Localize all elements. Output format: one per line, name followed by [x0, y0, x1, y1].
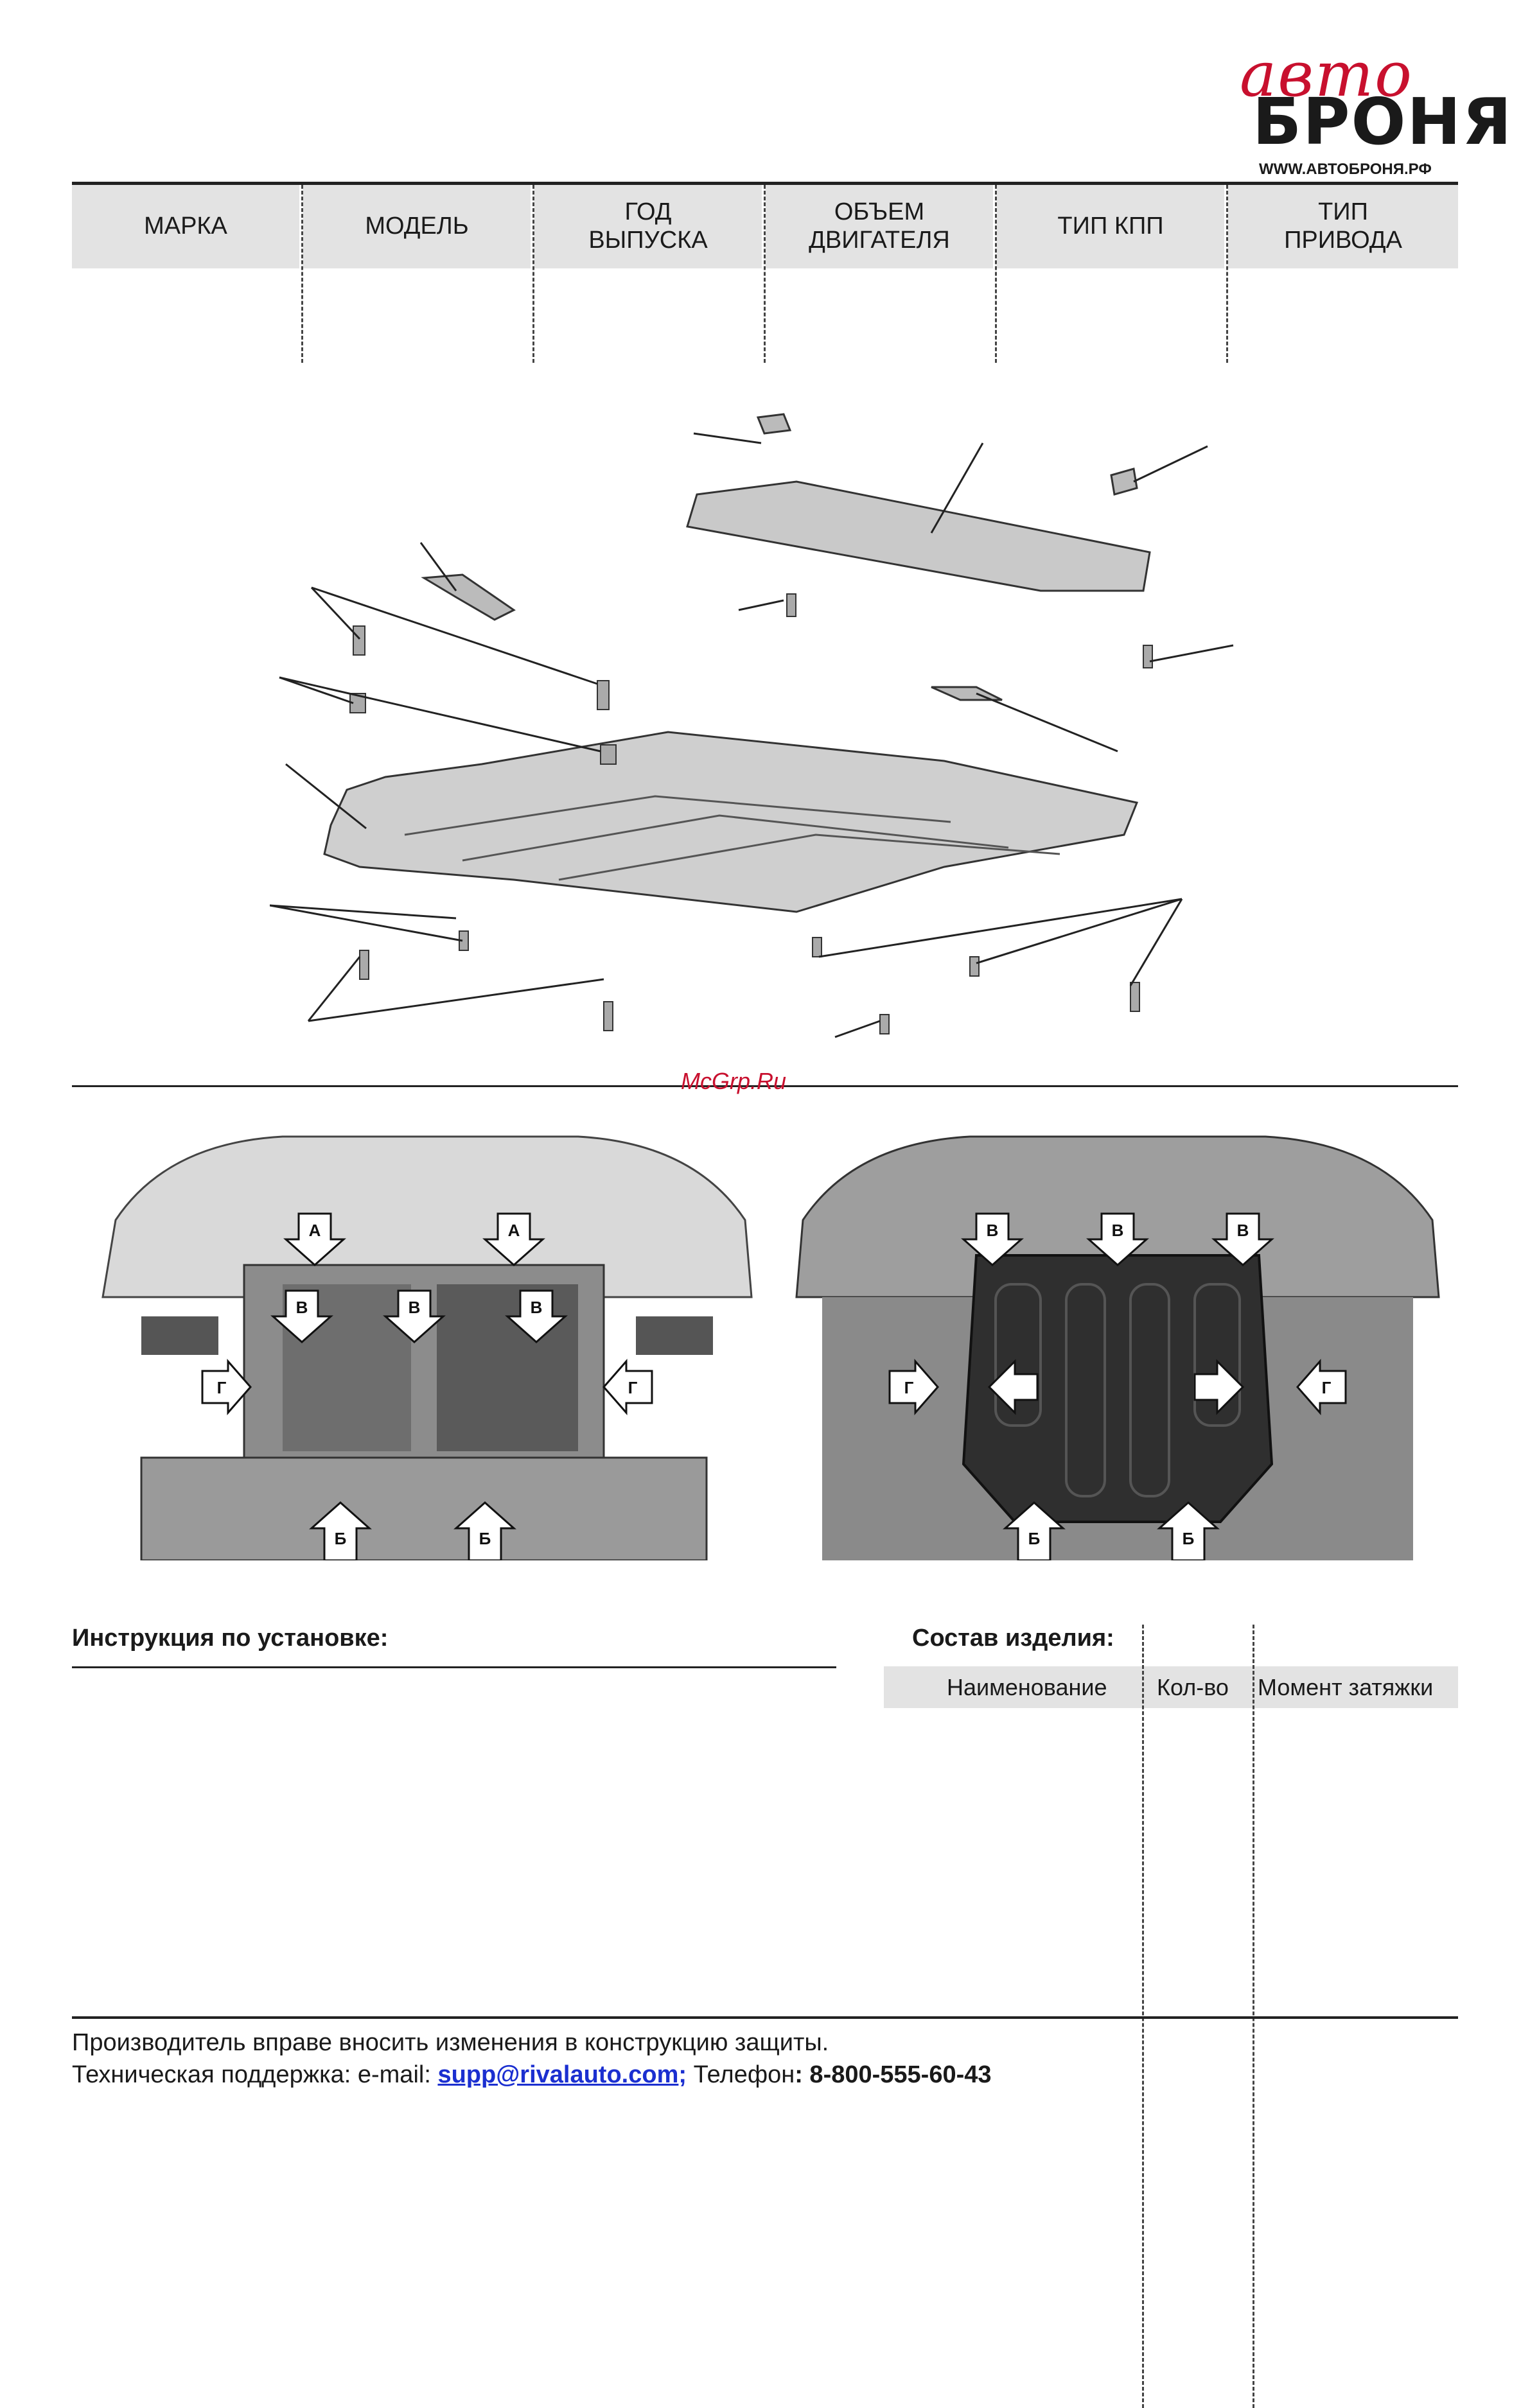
leader-lines: [270, 586, 1234, 1038]
fastener-set: [349, 593, 1153, 1034]
bracket-part: [931, 686, 1003, 701]
marker-arrow-v-center: [1086, 1212, 1149, 1267]
email-separator: ;: [678, 2061, 687, 2088]
crossmember-part: [686, 480, 1151, 592]
marker-label: Б: [479, 1529, 491, 1548]
marker-label: В: [531, 1298, 543, 1317]
spec-divider: [995, 185, 997, 363]
footer-disclaimer: Производитель вправе вносить изменения в…: [72, 2029, 829, 2056]
marker-label: А: [508, 1221, 520, 1240]
marker-arrow-v-right: [1211, 1212, 1274, 1267]
marker-arrow-g-left: [888, 1359, 939, 1415]
marker-label: Б: [1183, 1529, 1195, 1548]
skid-plate-ribs: [404, 795, 1060, 881]
marker-label: Г: [904, 1378, 914, 1397]
marker-arrow-v-right: [505, 1289, 568, 1344]
marker-label: В: [987, 1221, 999, 1240]
direction-arrow-left: [987, 1359, 1039, 1415]
marker-label: В: [409, 1298, 421, 1317]
marker-arrow-b-left: [1003, 1501, 1066, 1560]
spec-header-brand: МАРКА: [72, 185, 299, 268]
watermark-text: McGrp.Ru: [681, 1068, 787, 1094]
underbody-with-plate-image: В В В Г Г Б Б: [795, 1135, 1440, 1560]
spec-divider: [301, 185, 303, 363]
column-qty-header: Кол-во: [1157, 1673, 1229, 1700]
marker-label: Б: [1028, 1529, 1041, 1548]
marker-arrow-a-left: [283, 1212, 346, 1267]
underbody-without-plate-image: А А В В В Г Г Б Б: [101, 1135, 753, 1560]
marker-arrow-v-left: [961, 1212, 1024, 1267]
footer-rule: [72, 2016, 1458, 2019]
marker-arrow-v-center: [383, 1289, 446, 1344]
spec-top-rule: [72, 182, 1458, 185]
marker-arrow-g-left: [201, 1359, 252, 1415]
logo-url: WWW.АВТОБРОНЯ.РФ: [1259, 161, 1432, 178]
marker-label: Г: [1322, 1378, 1332, 1397]
marker-label: Г: [217, 1378, 227, 1397]
marker-label: В: [1237, 1221, 1249, 1240]
spec-divider: [1226, 185, 1228, 363]
marker-label: В: [296, 1298, 308, 1317]
composition-title: Состав изделия:: [912, 1625, 1114, 1652]
logo-main-text: БРОНЯ: [1253, 84, 1513, 159]
marker-arrow-b-right: [1157, 1501, 1220, 1560]
support-label: Техническая поддержка: e-mail:: [72, 2061, 438, 2088]
marker-label: Б: [335, 1529, 347, 1548]
installation-instructions-title: Инструкция по установке:: [72, 1625, 389, 1652]
phone-label: Телефон: [687, 2061, 795, 2088]
marker-label: В: [1112, 1221, 1124, 1240]
marker-label: Г: [628, 1378, 638, 1397]
brand-logo: авто БРОНЯ WWW.АВТОБРОНЯ.РФ: [1220, 39, 1511, 178]
bracket-part: [421, 573, 516, 621]
marker-arrow-b-left: [309, 1501, 372, 1560]
marker-arrow-v-left: [270, 1289, 333, 1344]
support-email-link[interactable]: supp@rivalauto.com: [437, 2061, 679, 2088]
marker-arrow-a-right: [482, 1212, 545, 1267]
spec-header-gearbox: ТИП КПП: [997, 185, 1224, 268]
section-divider: [72, 1085, 1458, 1087]
spec-divider: [764, 185, 766, 363]
marker-arrow-b-right: [453, 1501, 516, 1560]
composition-table-header: Наименование Кол-во Момент затяжки: [884, 1666, 1458, 1708]
marker-arrow-g-right: [1296, 1359, 1347, 1415]
column-name-header: Наименование: [947, 1673, 1107, 1700]
bracket-part: [756, 413, 792, 435]
support-phone: : 8-800-555-60-43: [795, 2061, 992, 2088]
footer-support: Техническая поддержка: e-mail: supp@riva…: [72, 2061, 992, 2089]
direction-arrow-right: [1193, 1359, 1245, 1415]
marker-label: А: [309, 1221, 321, 1240]
bracket-part: [1110, 467, 1138, 496]
spec-divider: [532, 185, 534, 363]
column-torque-header: Момент затяжки: [1258, 1673, 1434, 1700]
spec-header-model: МОДЕЛЬ: [303, 185, 531, 268]
logo-script-text: авто: [1240, 39, 1413, 110]
skid-plate-part: [323, 731, 1139, 913]
exploded-assembly-diagram: [270, 413, 1234, 1038]
marker-arrow-g-right: [602, 1359, 653, 1415]
instructions-rule: [72, 1666, 836, 1668]
